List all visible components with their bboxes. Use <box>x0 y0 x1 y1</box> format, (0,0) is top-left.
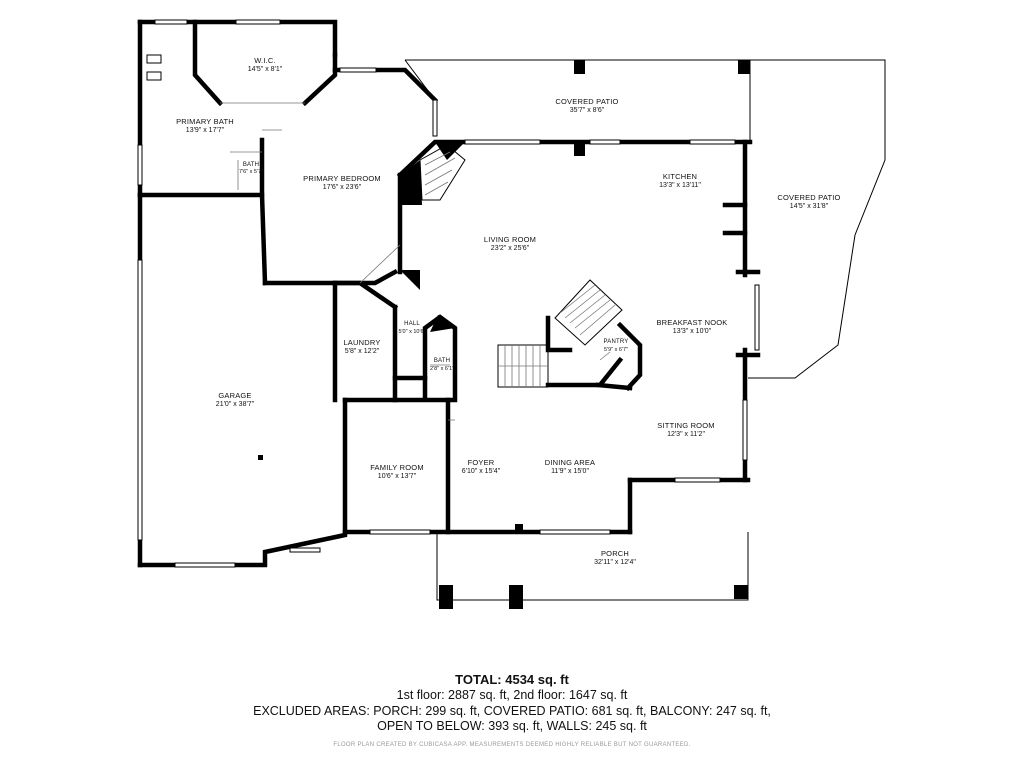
room-name-porch: PORCH <box>601 549 629 558</box>
room-dim-porch: 32'11" x 12'4" <box>594 559 636 566</box>
room-dim-garage: 21'0" x 38'7" <box>216 401 255 408</box>
room-dim-bath-hall: 2'8" x 6'1" <box>430 366 454 372</box>
area-summary: TOTAL: 4534 sq. ft 1st floor: 2887 sq. f… <box>0 672 1024 748</box>
room-dim-sitting-room: 12'3" x 11'2" <box>667 431 705 438</box>
walls <box>137 19 761 568</box>
room-name-hall: HALL <box>404 321 420 327</box>
room-dim-wic: 14'5" x 8'1" <box>248 66 283 73</box>
room-dim-primary-bedroom: 17'6" x 23'6" <box>323 184 362 191</box>
room-dim-living-room: 23'2" x 25'6" <box>491 245 530 252</box>
room-name-bath-hall: BATH <box>434 358 450 364</box>
room-name-breakfast-nook: BREAKFAST NOOK <box>656 318 727 327</box>
interior-details <box>146 54 611 421</box>
disclaimer-note: FLOOR PLAN CREATED BY CUBICASA APP. MEAS… <box>333 741 691 748</box>
room-dim-laundry: 5'8" x 12'2" <box>345 348 380 355</box>
room-name-laundry: LAUNDRY <box>343 338 380 347</box>
excluded-areas: EXCLUDED AREAS: PORCH: 299 sq. ft, COVER… <box>253 703 771 718</box>
windows <box>137 19 760 568</box>
room-labels: W.I.C. 14'5" x 8'1" PRIMARY BATH 13'9" x… <box>176 56 840 566</box>
floor-areas: 1st floor: 2887 sq. ft, 2nd floor: 1647 … <box>396 688 628 702</box>
room-dim-hall: 5'0" x 10'6" <box>398 329 425 335</box>
room-dim-breakfast-nook: 13'3" x 10'0" <box>673 328 712 335</box>
room-dim-dining-area: 11'9" x 15'0" <box>551 468 589 475</box>
room-name-primary-bath: PRIMARY BATH <box>176 117 234 126</box>
room-name-covered-patio-right: COVERED PATIO <box>777 193 840 202</box>
floor-plan: W.I.C. 14'5" x 8'1" PRIMARY BATH 13'9" x… <box>137 19 886 609</box>
columns <box>258 60 750 609</box>
staircase-upper <box>554 279 623 346</box>
room-dim-covered-patio-top: 35'7" x 8'6" <box>570 107 605 114</box>
room-name-kitchen: KITCHEN <box>663 172 697 181</box>
room-dim-pantry: 5'9" x 6'7" <box>604 347 628 353</box>
room-name-covered-patio-top: COVERED PATIO <box>555 97 618 106</box>
room-name-pantry: PANTRY <box>604 339 629 345</box>
room-name-primary-bedroom: PRIMARY BEDROOM <box>303 174 381 183</box>
room-name-living-room: LIVING ROOM <box>484 235 536 244</box>
room-name-wic: W.I.C. <box>254 56 276 65</box>
total-area: TOTAL: 4534 sq. ft <box>455 672 569 687</box>
excluded-areas-cont: OPEN TO BELOW: 393 sq. ft, WALLS: 245 sq… <box>377 719 647 733</box>
room-dim-bath-small: 7'6" x 5'7" <box>239 169 263 175</box>
room-name-bath-small: BATH <box>243 162 259 168</box>
room-dim-primary-bath: 13'9" x 17'7" <box>186 127 225 134</box>
room-name-sitting-room: SITTING ROOM <box>657 421 714 430</box>
room-dim-family-room: 10'6" x 13'7" <box>378 473 417 480</box>
staircase-main <box>497 344 549 388</box>
staircase-corner <box>419 144 466 201</box>
room-name-family-room: FAMILY ROOM <box>370 463 424 472</box>
room-name-dining-area: DINING AREA <box>545 458 596 467</box>
room-dim-kitchen: 13'3" x 13'11" <box>659 182 701 189</box>
room-name-garage: GARAGE <box>218 391 251 400</box>
room-dim-foyer: 6'10" x 15'4" <box>462 468 501 475</box>
room-name-foyer: FOYER <box>468 458 495 467</box>
room-dim-covered-patio-right: 14'5" x 31'8" <box>790 203 829 210</box>
